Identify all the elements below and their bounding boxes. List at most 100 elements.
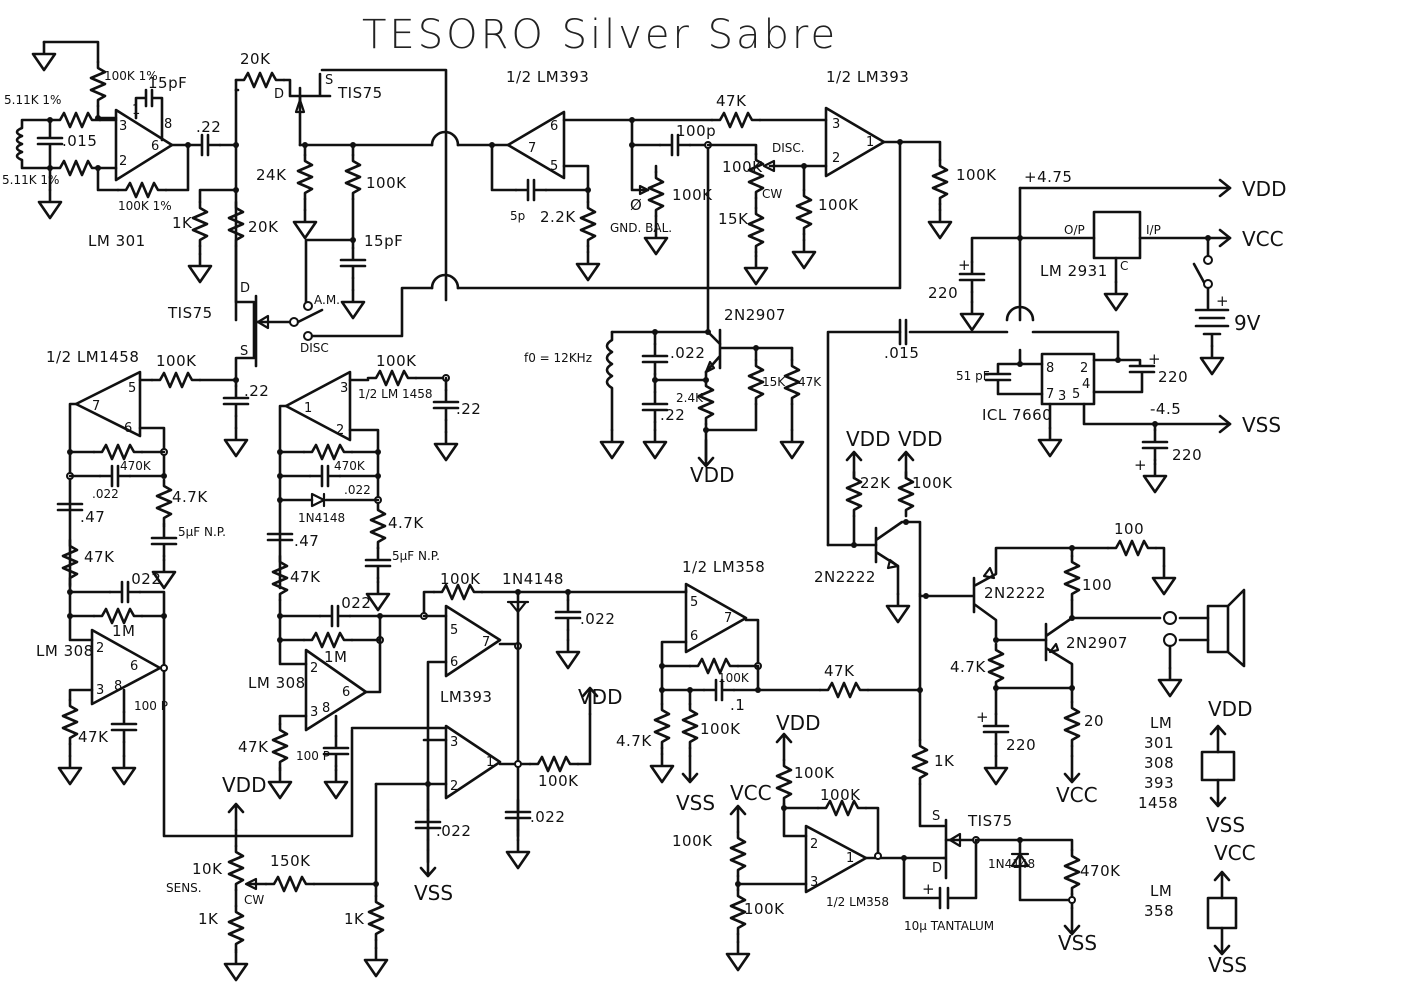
label-transistor: 2N2907: [724, 306, 786, 324]
label-r-div-bot: 100K: [744, 900, 785, 918]
label-r-gnd: 47K: [238, 738, 269, 756]
label-r-in-bot: 5.11K 1%: [2, 173, 59, 187]
ic-supply-box: [1206, 896, 1238, 930]
label-diode: 1N4148: [502, 570, 564, 588]
label-minus-plus: +: [1134, 456, 1147, 474]
pin-label: 8: [1046, 361, 1054, 376]
pin-label: 6: [450, 655, 458, 670]
label-vdd: VDD: [222, 773, 266, 797]
legend-vss: VSS: [1208, 953, 1247, 977]
filter-right: 100K 1/2 LM 1458 .22 3 1 2 470K .022 1N4…: [266, 352, 481, 612]
label-c-hold: .022: [580, 610, 615, 628]
label-c-comp: 100 P: [296, 749, 330, 763]
power-switch-top[interactable]: [1203, 255, 1213, 265]
label-c-couple: .015: [884, 344, 919, 362]
inverter-box: [1040, 352, 1096, 406]
pin-label: 5: [128, 381, 136, 396]
rail-vcc-label: VCC: [1242, 227, 1284, 251]
label-r-series: 47K: [84, 548, 115, 566]
label-tant-plus: +: [922, 880, 935, 898]
label-r-series: 150K: [270, 852, 311, 870]
legend-group1-label: LM: [1150, 714, 1172, 732]
label-r-in-top: 5.11K 1%: [4, 93, 61, 107]
pin-label: 7: [724, 611, 732, 626]
speaker-jack-top[interactable]: [1163, 611, 1177, 625]
schematic-title: TESORO Silver Sabre: [362, 12, 838, 58]
pin-label: 7: [1046, 387, 1054, 402]
label-sens: SENS.: [166, 881, 202, 895]
ic-supply-box: [1200, 750, 1236, 782]
label-fet-top: TIS75: [337, 84, 383, 102]
switch-am-terminal[interactable]: [303, 301, 313, 311]
label-ic-preamp: LM 301: [88, 232, 146, 250]
label-am: A.M.: [314, 293, 340, 307]
label-c-out: .022: [530, 808, 565, 826]
speaker-jack-bottom[interactable]: [1163, 633, 1177, 647]
label-ic: 1/2 LM1458: [46, 348, 139, 366]
label-r-gnd: 4.7K: [616, 732, 652, 750]
pin-label: 2: [96, 641, 104, 656]
label-diode: 1N4148: [298, 511, 345, 525]
pin-label: 3: [310, 705, 318, 720]
label-r-low: 1K: [198, 910, 219, 928]
label-source: S: [325, 73, 333, 88]
label-r-series: 100K: [366, 174, 407, 192]
label-c-out: .22: [196, 118, 221, 136]
legend-vss: VSS: [1206, 813, 1245, 837]
mode-switch: TIS75 D S A.M. DISC: [167, 143, 902, 382]
label-d: D: [240, 281, 250, 296]
pin-label: 4: [1082, 377, 1090, 392]
pin-label: 2: [832, 151, 840, 166]
pin-label: 2: [310, 661, 318, 676]
pin-label: 7: [482, 635, 490, 650]
label-c-ref: .022: [436, 822, 471, 840]
label-reg-in: I/P: [1146, 223, 1161, 237]
pin-label: 2: [1080, 361, 1088, 376]
ground-balance: 100p Ø 100K GND. BAL.: [610, 117, 716, 290]
label-r-pulldown: 100K: [818, 196, 859, 214]
label-vdd: VDD: [898, 427, 942, 451]
label-r-source: 1K: [934, 752, 955, 770]
pin-label: 6: [550, 119, 558, 134]
label-disc-pot: DISC.: [772, 141, 805, 155]
label-drain: D: [274, 87, 284, 102]
pin-label: 1: [304, 401, 312, 416]
label-ic: 1/2 LM358: [826, 895, 889, 909]
pin-label: 1: [486, 755, 494, 770]
pin-label: 1: [132, 103, 140, 118]
label-r-fb: 1M: [112, 622, 136, 640]
label-r-fb: 47K: [716, 92, 747, 110]
label-pump-plus: +: [1148, 350, 1161, 368]
label-r-bias: 100K 1%: [104, 69, 158, 83]
label-c-pump: 220: [1158, 368, 1188, 386]
pin-label: 3: [119, 119, 127, 134]
label-r-gnd: 47K: [78, 728, 109, 746]
demod-fet-stage: 20K D S TIS75 24K 100K 15pF 1K 20K: [172, 50, 492, 322]
legend-vcc: VCC: [1214, 841, 1256, 865]
label-ic: 1/2 LM358: [682, 558, 765, 576]
pin-label: 5: [1072, 387, 1080, 402]
label-ic: LM 308: [36, 642, 94, 660]
rail-vss-voltage: -4.5: [1150, 400, 1181, 418]
label-regulator: LM 2931: [1040, 262, 1108, 280]
pin-label: 3: [340, 381, 348, 396]
label-r-gnd: 1K: [172, 214, 193, 232]
pin-label: 5: [690, 595, 698, 610]
legend-part: 1458: [1138, 794, 1178, 812]
comparator-1: 1/2 LM393 7 6 5 5p 2.2K: [488, 68, 634, 282]
label-r-out: 47K: [824, 662, 855, 680]
label-vdd: VDD: [690, 463, 734, 487]
label-mode-fet: TIS75: [167, 304, 213, 322]
label-fet: TIS75: [967, 812, 1013, 830]
pin-label: 5: [450, 623, 458, 638]
pin-label: 1: [866, 135, 874, 150]
label-c-reg: 220: [928, 284, 958, 302]
label-c-fb: 5p: [510, 209, 525, 223]
label-r-base1: 15K: [762, 375, 786, 389]
label-r-fb: 100K: [820, 786, 861, 804]
label-inverter: ICL 7660: [982, 406, 1052, 424]
filter-left: 1/2 LM1458 100K .22 5 7 6 470K .022 4.7K…: [46, 348, 269, 590]
legend-part: 358: [1144, 902, 1174, 920]
pin-label: 2: [336, 423, 344, 438]
label-vss: VSS: [676, 791, 715, 815]
